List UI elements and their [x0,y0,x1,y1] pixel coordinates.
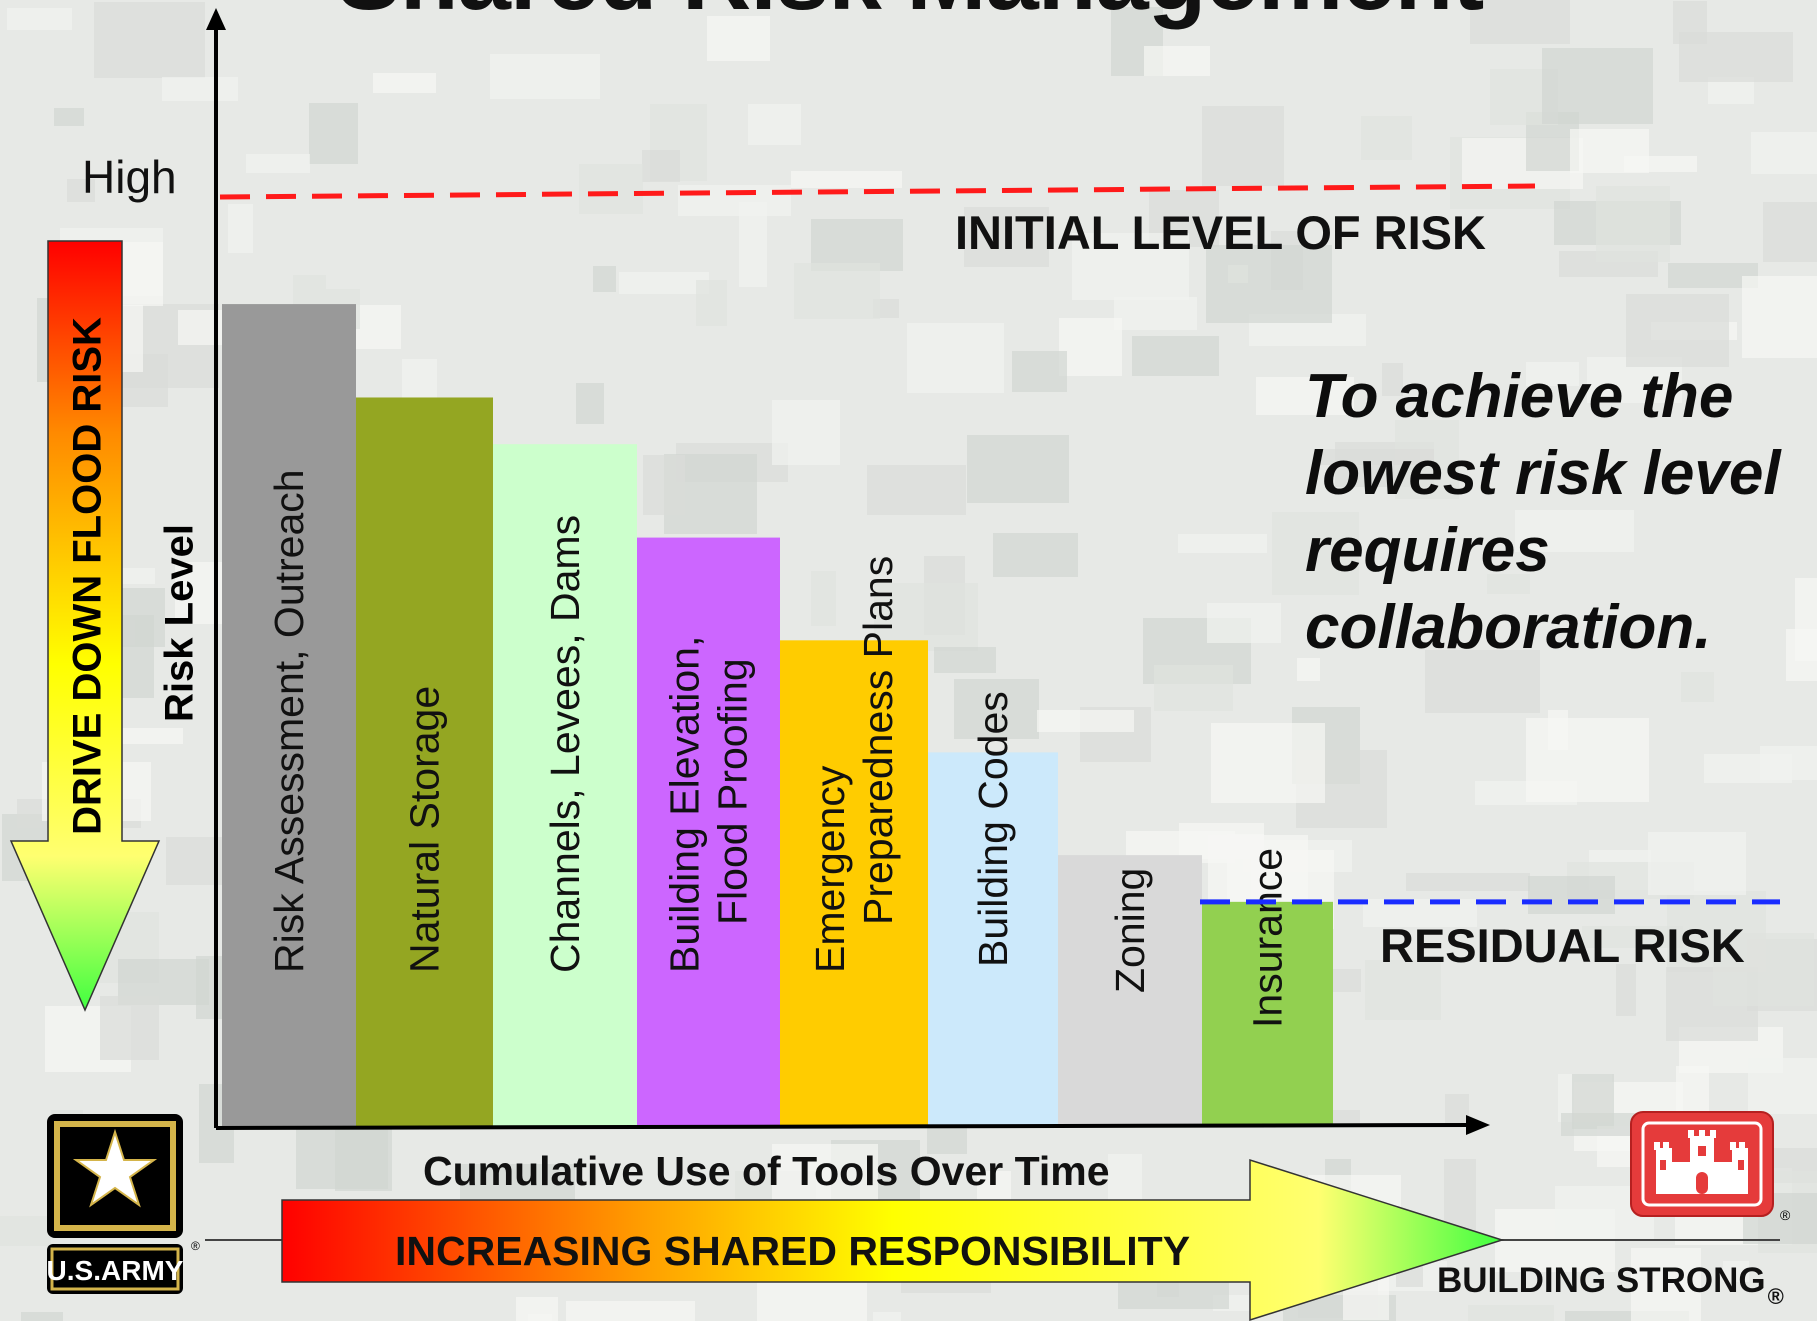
bar-7 [1058,855,1202,1126]
bar-1 [222,304,356,1127]
x-axis-arrowhead [1466,1115,1490,1135]
bar-5 [780,640,928,1126]
quote-line-3: requires [1305,516,1550,585]
bars: Risk Assessment, Outreach Natural Storage… [222,304,1333,1127]
x-axis [215,1123,1471,1130]
drive-down-arrow [9,240,161,1012]
shared-responsibility-arrow [281,1158,1505,1321]
bar-label-4: Building Elevation,Flood Proofing [662,636,756,973]
bar-label-1: Risk Assessment, Outreach [266,469,312,973]
quote-line-2: lowest risk level [1305,439,1781,508]
building-strong-registered: ® [1767,1284,1784,1309]
building-strong-label: BUILDING STRONG® [1437,1261,1784,1310]
bar-3 [493,444,637,1126]
quote-line-1: To achieve the [1305,362,1734,431]
high-label: High [82,151,177,203]
y-axis-arrowhead [206,8,226,30]
initial-risk-line [219,183,1536,200]
castle-logo: ® [1630,1111,1791,1223]
shared-responsibility-label: INCREASING SHARED RESPONSIBILITY [395,1228,1191,1274]
initial-risk-label: INITIAL LEVEL OF RISK [955,206,1486,259]
army-registered-mark: ® [191,1239,200,1253]
y-axis-label: Risk Level [157,524,202,722]
x-axis-label: Cumulative Use of Tools Over Time [423,1148,1110,1194]
bar-label-2: Natural Storage [402,686,448,973]
castle-registered-mark: ® [1780,1207,1791,1223]
bar-label-6: Building Codes [970,691,1016,967]
army-logo-text: U.S.ARMY [47,1255,184,1286]
army-star-icon [72,1128,158,1208]
bar-label-7: Zoning [1107,868,1153,993]
bar-4 [637,537,780,1126]
bar-6 [928,752,1058,1126]
slide-title: Shared Risk Management [230,0,1590,32]
residual-risk-label: RESIDUAL RISK [1380,919,1745,972]
bar-8 [1202,901,1333,1126]
quote-line-4: collaboration. [1305,593,1712,662]
building-strong-text: BUILDING STRONG [1437,1261,1766,1300]
army-logo: U.S.ARMY ® [47,1114,200,1294]
bar-2 [356,397,493,1127]
collaboration-quote: To achieve the lowest risk level require… [1305,358,1781,666]
bar-label-8: Insurance [1245,848,1291,1028]
drive-down-label: DRIVE DOWN FLOOD RISK [65,317,110,835]
bar-label-5: EmergencyPreparedness Plans [807,556,901,973]
bar-label-3: Channels, Levees, Dams [542,515,588,973]
